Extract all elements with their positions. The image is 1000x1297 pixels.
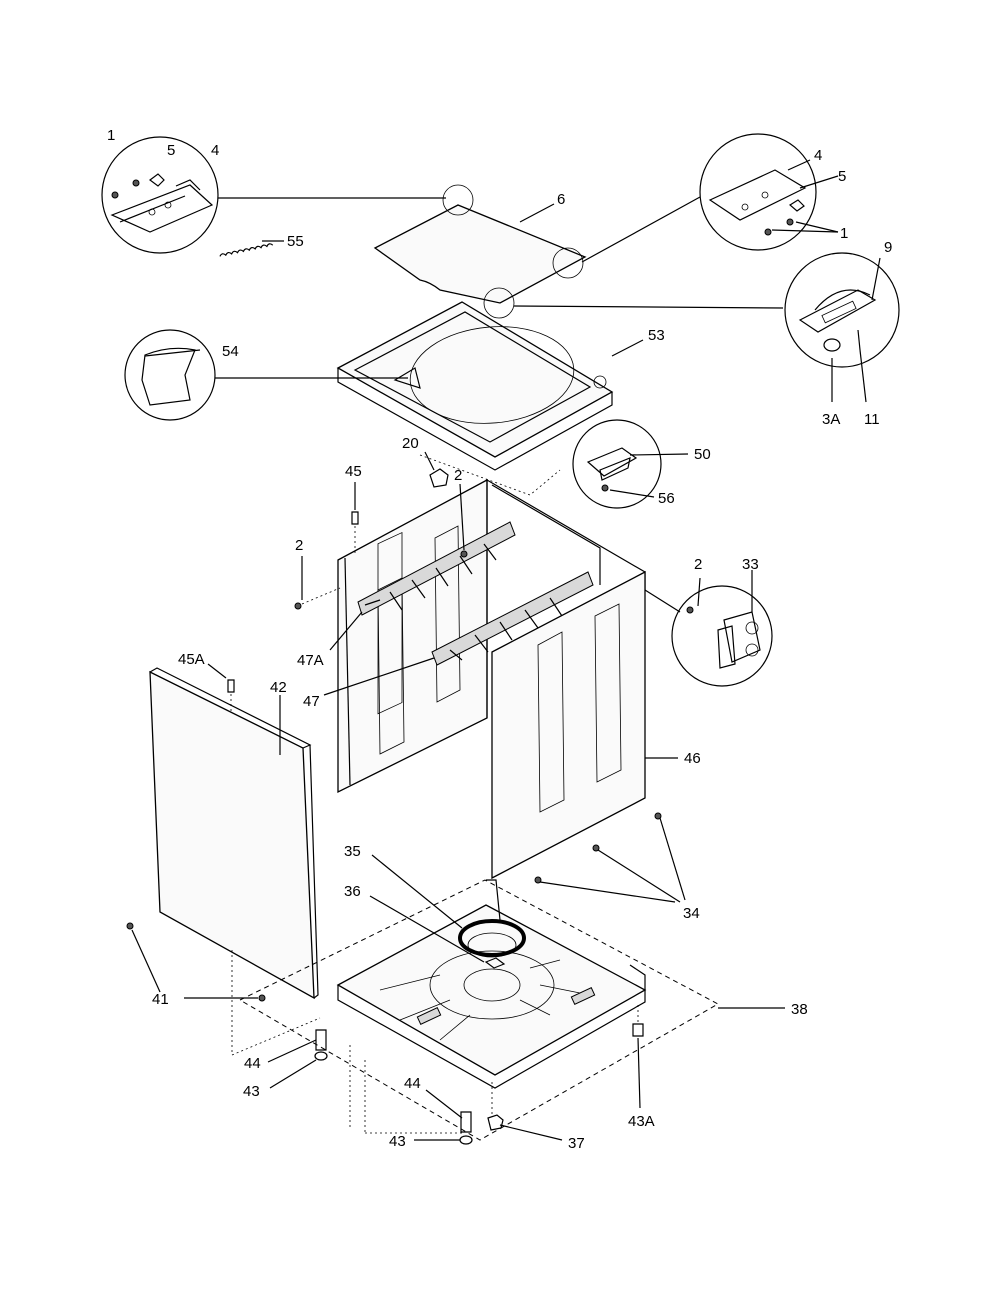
label-33: 33 xyxy=(742,556,759,573)
label-45A: 45A xyxy=(178,651,205,668)
label-47A: 47A xyxy=(297,652,324,669)
label-56: 56 xyxy=(658,490,675,507)
label-50: 50 xyxy=(694,446,711,463)
seal-36 xyxy=(369,895,506,969)
label-34: 34 xyxy=(683,905,700,922)
label-44-right: 44 xyxy=(404,1075,421,1092)
label-5-right: 5 xyxy=(838,168,846,185)
leader-47A xyxy=(329,611,363,651)
label-43A: 43A xyxy=(628,1113,655,1130)
label-2-right: 2 xyxy=(694,556,702,573)
label-4: 4 xyxy=(211,142,219,159)
label-54: 54 xyxy=(222,343,239,360)
label-43-left: 43 xyxy=(243,1083,260,1100)
label-1: 1 xyxy=(107,127,115,144)
gasket-35 xyxy=(371,854,526,958)
label-44-left: 44 xyxy=(244,1055,261,1072)
label-45: 45 xyxy=(345,463,362,480)
label-41: 41 xyxy=(152,991,169,1008)
foot-43-left xyxy=(269,1051,328,1089)
base-38 xyxy=(238,879,785,1141)
screw-2-left xyxy=(294,556,341,610)
label-11: 11 xyxy=(864,411,880,428)
side-panel-46 xyxy=(491,570,678,880)
label-42: 42 xyxy=(270,679,287,696)
leg-44-right xyxy=(425,1089,472,1133)
detail-circle-hinge-left xyxy=(101,136,446,254)
detail-circle-50 xyxy=(572,419,689,509)
screw-45 xyxy=(351,482,359,554)
detail-circle-hinge-right xyxy=(699,133,839,251)
label-5: 5 xyxy=(167,142,175,159)
label-46: 46 xyxy=(684,750,701,767)
leader-47 xyxy=(323,657,435,696)
leveling-guides xyxy=(231,950,639,1134)
label-6: 6 xyxy=(557,191,565,208)
label-38: 38 xyxy=(791,1001,808,1018)
foot-37 xyxy=(487,1114,563,1141)
detail-circle-54 xyxy=(124,329,216,421)
label-4-right: 4 xyxy=(814,147,822,164)
label-1-right: 1 xyxy=(840,225,848,242)
lid-6 xyxy=(373,184,784,319)
foot-43A xyxy=(632,1023,644,1109)
clip-20 xyxy=(424,451,449,488)
screws-34 xyxy=(534,812,686,903)
top-cover-53 xyxy=(214,301,644,496)
foot-43-right xyxy=(414,1135,473,1145)
detail-circle-33 xyxy=(644,570,773,687)
spring-55 xyxy=(219,240,284,257)
label-55: 55 xyxy=(287,233,304,250)
label-2-left: 2 xyxy=(295,537,303,554)
label-2-top: 2 xyxy=(454,467,462,484)
label-3A: 3A xyxy=(822,411,840,428)
detail-circle-9 xyxy=(784,252,900,403)
label-37: 37 xyxy=(568,1135,585,1152)
label-9: 9 xyxy=(884,239,892,256)
leg-44-left xyxy=(267,1029,327,1063)
label-47: 47 xyxy=(303,693,320,710)
screw-2-top xyxy=(459,483,468,558)
label-35: 35 xyxy=(344,843,361,860)
front-panel-42 xyxy=(149,667,319,1000)
brace-47A xyxy=(357,521,516,616)
screws-41 xyxy=(126,922,266,1002)
label-53: 53 xyxy=(648,327,665,344)
label-36: 36 xyxy=(344,883,361,900)
brace-47 xyxy=(431,571,594,666)
label-43-right: 43 xyxy=(389,1133,406,1150)
label-20: 20 xyxy=(402,435,419,452)
